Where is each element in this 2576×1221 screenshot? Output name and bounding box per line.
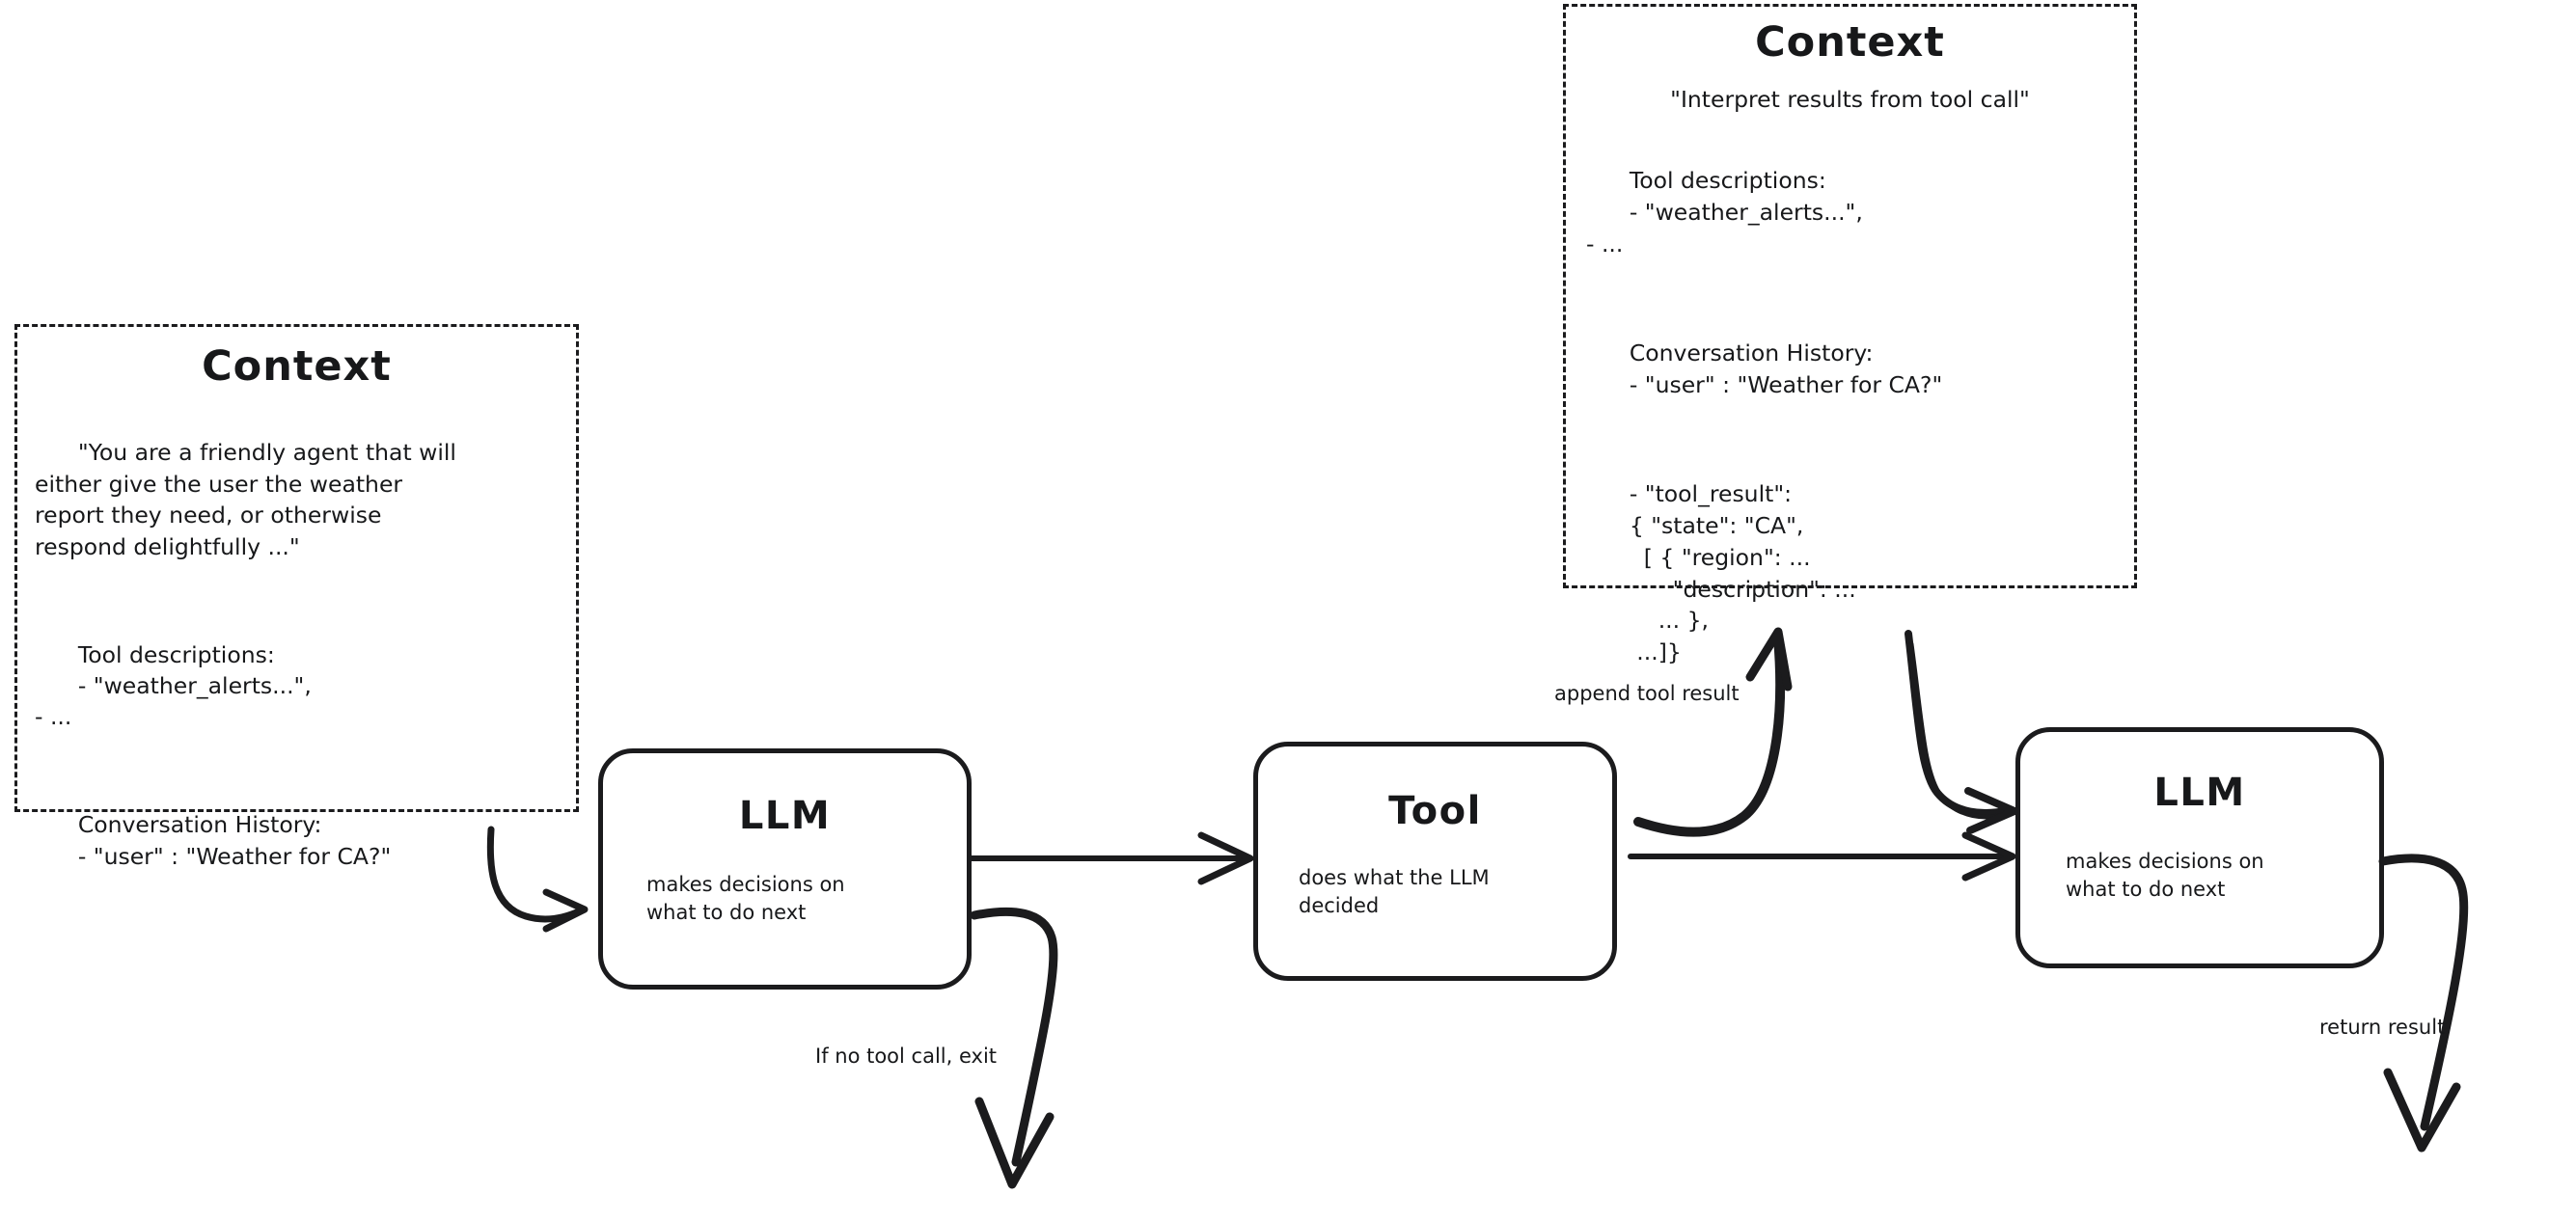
- node-llm-1-title: LLM: [738, 794, 832, 838]
- node-tool-subtitle: does what the LLM decided: [1299, 866, 1490, 917]
- node-tool-title: Tool: [1388, 789, 1482, 833]
- context-left-title: Context: [202, 342, 392, 391]
- context-left-conversation-list: - "user" : "Weather for CA?": [77, 842, 392, 870]
- context-right-tools-heading: Tool descriptions:: [1629, 166, 1826, 194]
- context-right-conversation-heading: Conversation History:: [1629, 339, 1874, 366]
- context-left-body: "You are a friendly agent that will eith…: [35, 406, 576, 903]
- edge-label-return-result: return result: [2319, 1016, 2446, 1039]
- arrow-context-to-llm2: [1905, 630, 2018, 834]
- context-panel-left: Context "You are a friendly agent that w…: [14, 324, 579, 870]
- arrow-llm1-exit: [970, 907, 1058, 1189]
- node-tool[interactable]: Tool does what the LLM decided: [1253, 742, 1617, 981]
- context-right-tools-list: - "weather_alerts...", - ...: [1586, 198, 1863, 258]
- edge-label-if-no-tool-call-exit: If no tool call, exit: [815, 1045, 998, 1068]
- context-panel-right: Context "Interpret results from tool cal…: [1563, 4, 2137, 665]
- context-left-tools-heading: Tool descriptions:: [77, 640, 275, 668]
- context-left-system-prompt: "You are a friendly agent that will eith…: [35, 439, 456, 560]
- node-llm-2-subtitle: makes decisions on what to do next: [2066, 850, 2264, 901]
- context-right-tool-result: - "tool_result": { "state": "CA", [ { "r…: [1629, 479, 1856, 666]
- node-llm-2-title: LLM: [2153, 771, 2246, 815]
- context-right-system-prompt: "Interpret results from tool call": [1670, 86, 2030, 113]
- arrow-llm2-return: [2378, 854, 2469, 1153]
- node-llm-2[interactable]: LLM makes decisions on what to do next: [2015, 727, 2384, 968]
- node-llm-1[interactable]: LLM makes decisions on what to do next: [598, 748, 972, 990]
- context-right-conversation-list: - "user" : "Weather for CA?": [1629, 370, 1943, 398]
- context-right-body: Tool descriptions: - "weather_alerts..."…: [1586, 133, 2134, 700]
- arrow-tool-to-context: [1633, 627, 1793, 837]
- context-left-tools-list: - "weather_alerts...", - ...: [35, 671, 312, 731]
- arrow-context-to-llm1: [486, 826, 589, 933]
- node-llm-1-subtitle: makes decisions on what to do next: [646, 873, 845, 924]
- context-right-title: Context: [1755, 18, 1945, 67]
- context-left-conversation-heading: Conversation History:: [77, 811, 322, 839]
- arrow-tool-to-llm2: [1628, 831, 2016, 882]
- edge-label-append-tool-result: append tool result: [1554, 682, 1740, 705]
- arrow-llm1-to-tool: [969, 831, 1254, 885]
